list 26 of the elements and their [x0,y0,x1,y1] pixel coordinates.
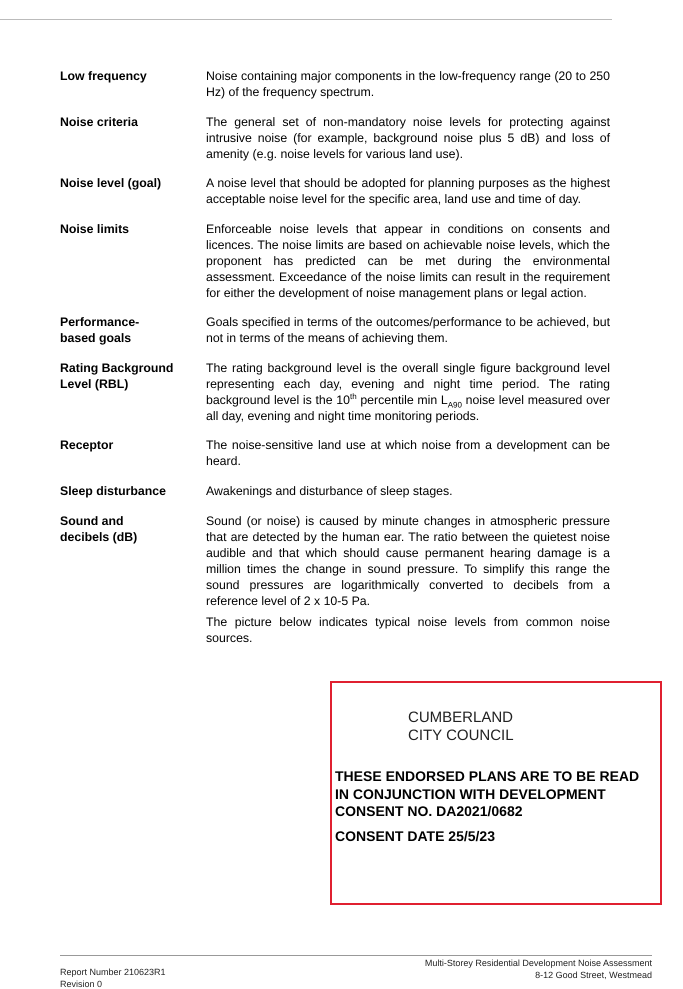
term-label: Sound and decibels (dB) [60,513,138,545]
term-label: Sleep disturbance [60,483,167,499]
term-label: Low frequency [60,68,148,84]
term-label: Receptor [60,437,114,453]
definition-text: The general set of non-mandatory noise levels for protecting against intrusive noise (for example, background noise plus 5 dB) and loss of amenity (e.g. noise levels for various land use). [206,114,610,162]
term-label: Noise criteria [60,114,139,130]
revision-number: Revision 0 [60,978,104,989]
council-name: CUMBERLAND CITY COUNCIL [408,709,515,745]
definition-text: Goals specified in terms of the outcomes/performance to be achieved, but not in terms of the means of achieving them. [206,314,610,346]
definition-text: Enforceable noise levels that appear in conditions on consents and licences. The noise limits are based on achievable noise levels, which the proponent has predicted can be met during the environmental assessment. Exceedance of the noise limits can result in the requirement for either the development of noise management plans or legal action. [206,221,610,301]
term-label: Noise level (goal) [60,175,162,191]
site-address: 8-12 Good Street, Westmead [534,969,652,981]
definition-text: A noise level that should be adopted for planning purposes as the highest acceptable noise level for the specific area, land use and time of day. [206,175,610,207]
report-number: Report Number 210623R1 [60,966,167,978]
definition-text: The noise-sensitive land use at which noise from a development can be heard. [206,437,610,469]
report-title: Multi-Storey Residential Development Noise Assessment [424,957,652,969]
definition-text: The rating background level is the overall single figure background level representing each day, evening and night time period. The rating background level is the 10$^{th}$ percentile min L$_{A90}$ noise level measured over all day, evening and night time monitoring periods. [206,360,610,424]
term-label: Performance-based goals [60,314,140,346]
term-label: Rating Background Level (RBL) [60,360,174,392]
definition-text: Sound (or noise) is caused by minute changes in atmospheric pressure that are detected by the human ear. The ratio between the quietest noise audible and that which should cause permanent hearing damage is a million times the change in sound pressure. To simplify this range the sound pressures are logarithmically converted to decibels from a reference level of 2 x 10-5 Pa. [206,513,610,609]
consent-date: CONSENT DATE 25/5/23 [335,828,496,846]
definition-text: Noise containing major components in the low-frequency range (20 to 250 Hz) of the frequency spectrum. [206,68,610,100]
definition-text: Awakenings and disturbance of sleep stages. [206,483,454,499]
body-text: The picture below indicates typical noise levels from common noise sources. [206,614,610,646]
term-label: Noise limits [60,221,130,237]
consent-notice: THESE ENDORSED PLANS ARE TO BE READ IN CONJUNCTION WITH DEVELOPMENT CONSENT NO. DA2021/0682 [335,768,640,820]
